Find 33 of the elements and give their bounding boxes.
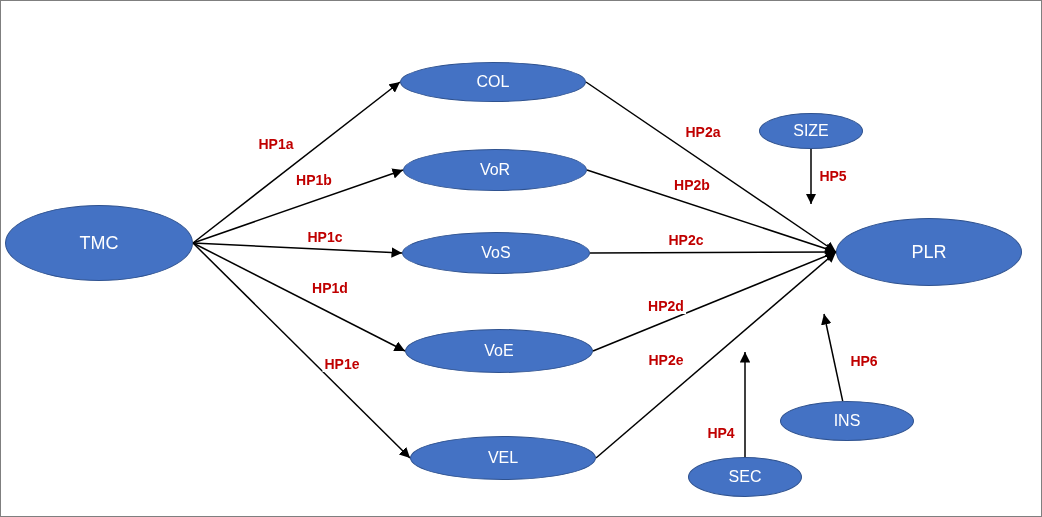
edge-label: HP2b — [672, 177, 712, 193]
edge-label: HP1c — [305, 229, 345, 245]
arrow — [192, 242, 411, 459]
edge-label: HP2e — [646, 352, 686, 368]
ellipse-node: SEC — [688, 457, 802, 497]
ellipse-node: VoR — [403, 149, 587, 191]
arrow — [192, 81, 401, 244]
edge-label: HP2a — [683, 124, 723, 140]
arrow — [739, 351, 751, 458]
arrow — [192, 242, 406, 352]
ellipse-node: INS — [780, 401, 914, 441]
edge-label: HP6 — [848, 353, 880, 369]
ellipse-node: VEL — [410, 436, 596, 480]
ellipse-node: TMC — [5, 205, 193, 281]
arrow — [805, 148, 817, 205]
edge-label: HP5 — [817, 168, 849, 184]
edge-label: HP4 — [705, 425, 737, 441]
edge-label: HP1a — [256, 136, 296, 152]
ellipse-node: COL — [400, 62, 586, 102]
edge-label: HP2c — [666, 232, 706, 248]
arrow — [192, 242, 403, 258]
arrow — [595, 251, 837, 459]
arrow — [821, 313, 844, 402]
edge-label: HP1e — [322, 356, 362, 372]
ellipse-node: VoE — [405, 329, 593, 373]
ellipse-node: SIZE — [759, 113, 863, 149]
edge-label: HP1b — [294, 172, 334, 188]
edge-label: HP1d — [310, 280, 350, 296]
ellipse-node: PLR — [836, 218, 1022, 286]
ellipse-node: VoS — [402, 232, 590, 274]
arrow — [192, 168, 404, 244]
arrow — [585, 81, 837, 253]
edge-label: HP2d — [646, 298, 686, 314]
